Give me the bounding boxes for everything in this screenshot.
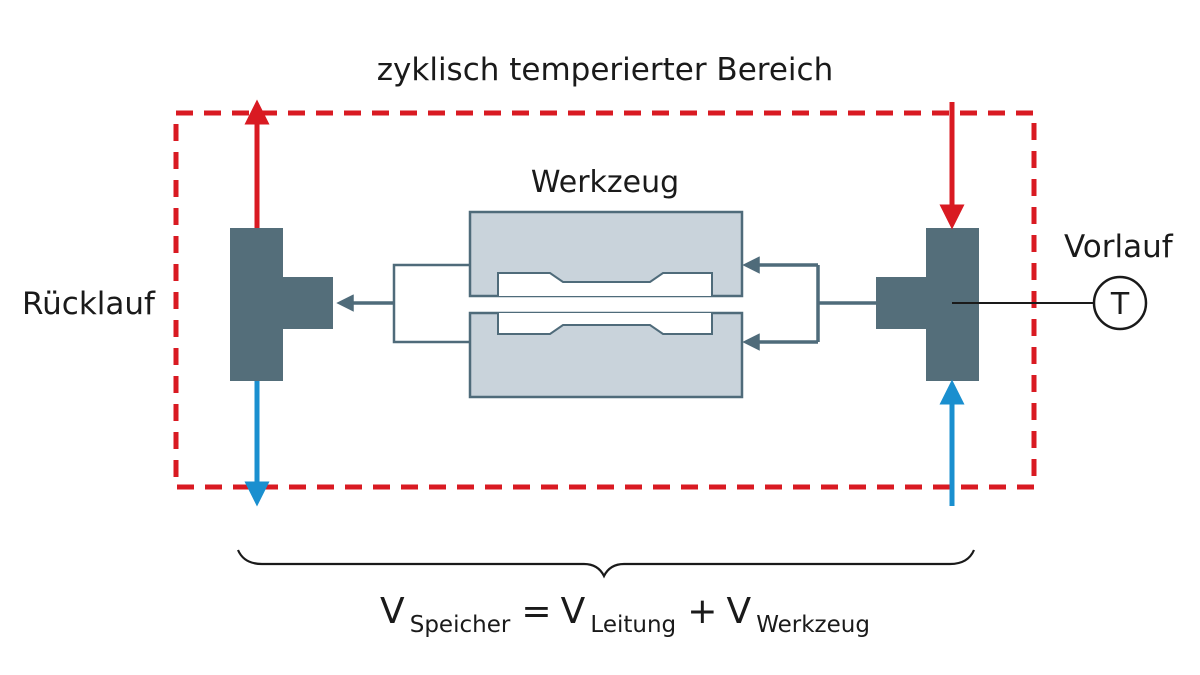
tool-lower-half: [468, 311, 744, 399]
sensor-label: T: [1110, 287, 1130, 322]
tempered-area-boundary: [173, 110, 1037, 490]
volume-brace: [236, 549, 976, 579]
volume-equation: V Speicher = V Leitung + V Werkzeug: [380, 591, 870, 638]
temperature-sensor-icon: [1092, 275, 1148, 331]
return-pipe: [336, 263, 470, 344]
supply-label: Vorlauf: [1064, 229, 1174, 265]
supply-pipe: [742, 256, 876, 351]
tool-upper-half: [468, 210, 744, 298]
tool-label: Werkzeug: [531, 165, 679, 200]
return-manifold: [230, 228, 333, 381]
supply-manifold: [876, 228, 979, 381]
area-title: zyklisch temperierter Bereich: [377, 52, 833, 88]
return-label: Rücklauf: [22, 286, 156, 322]
